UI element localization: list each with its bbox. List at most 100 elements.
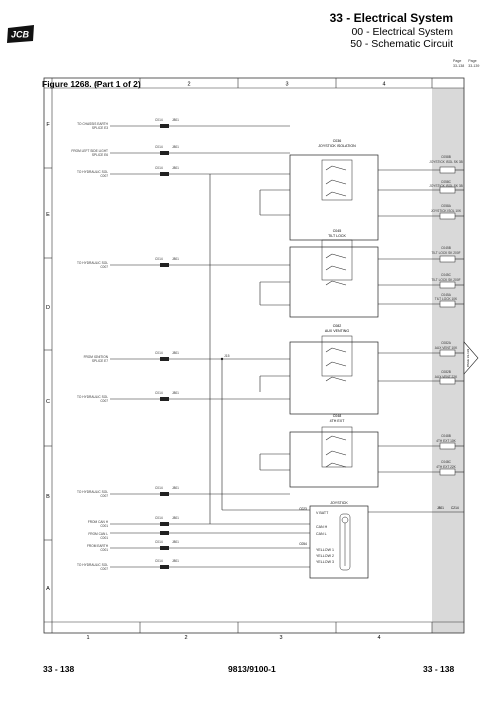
svg-text:J801: J801: [172, 351, 179, 355]
svg-text:SPLICE E6: SPLICE E6: [92, 153, 108, 157]
output-connector: C082A: [441, 341, 452, 345]
svg-text:C014: C014: [155, 145, 163, 149]
row-label: A: [46, 586, 50, 592]
svg-text:CAN L: CAN L: [316, 532, 327, 536]
row-label: F: [46, 122, 50, 128]
svg-text:J801: J801: [172, 145, 179, 149]
source-label: TO HYDRAULIC SOL: [77, 170, 108, 174]
svg-text:C014: C014: [155, 516, 163, 520]
svg-text:C001: C001: [100, 548, 108, 552]
topic-subtitle: 50 - Schematic Circuit: [350, 38, 453, 50]
source-label: FROM LEFT SIDE LIGHT: [71, 149, 108, 153]
svg-text:J801: J801: [172, 166, 179, 170]
svg-text:C054: C054: [299, 542, 307, 546]
svg-text:C036: C036: [333, 139, 342, 143]
col-label: 1: [94, 82, 97, 88]
svg-text:C007: C007: [100, 567, 108, 571]
output-label: JOYSTICK ISOL SK 3B: [429, 184, 463, 188]
connector-marks: [160, 124, 169, 569]
source-label: FROM CAN H: [88, 520, 109, 524]
output-connector: C045C: [441, 273, 452, 277]
svg-text:C045: C045: [333, 229, 342, 233]
svg-text:C014: C014: [155, 257, 163, 261]
output-label: AUX VENT 10K: [435, 346, 458, 350]
col-label: 1: [86, 635, 89, 641]
svg-text:JOYSTICK: JOYSTICK: [330, 501, 348, 505]
source-label: FROM IGNITION: [84, 355, 109, 359]
output-label: JOYSTICK ISOL 10K: [431, 209, 462, 213]
output-label: 4TH EXT 22K: [436, 465, 456, 469]
module-aux-venting: C082 AUX VENTING: [289, 324, 379, 415]
svg-text:CAN H: CAN H: [316, 525, 328, 529]
svg-text:C001: C001: [100, 524, 108, 528]
output-label: TILT LOCK 10K: [435, 297, 458, 301]
col-label: 3: [285, 82, 288, 88]
svg-text:J801: J801: [172, 257, 179, 261]
module-joystick-isolation: C036 JOYSTICK ISOLATION: [289, 139, 379, 241]
svg-text:JOYSTICK ISOLATION: JOYSTICK ISOLATION: [318, 144, 356, 148]
bus-lines: [209, 174, 310, 524]
svg-text:J801: J801: [172, 559, 179, 563]
svg-text:C023: C023: [299, 507, 307, 511]
svg-text:AUX VENTING: AUX VENTING: [325, 329, 350, 333]
col-label: 2: [184, 635, 187, 641]
svg-text:JCB: JCB: [11, 30, 30, 40]
page-tag: Page 33-139: [468, 59, 480, 68]
output-connector: C048C: [441, 460, 452, 464]
svg-text:C014: C014: [155, 391, 163, 395]
svg-text:C007: C007: [100, 494, 108, 498]
col-label: 2: [187, 82, 190, 88]
page-title: 33 - Electrical System: [329, 11, 453, 25]
footer-page-number-left: 33 - 138: [43, 664, 75, 674]
output-connector: C045B: [441, 246, 451, 250]
svg-text:4TH EXT: 4TH EXT: [330, 419, 346, 423]
module-tilt-lock: C045 TILT LOCK: [289, 229, 379, 318]
footer-page-number-right: 33 - 138: [423, 664, 455, 674]
page-tag: Page 33-138: [453, 59, 465, 68]
output-label: TILT LOCK SK 200F: [431, 278, 460, 282]
svg-text:J801: J801: [172, 486, 179, 490]
header-title-block: 33 - Electrical System 00 - Electrical S…: [330, 11, 453, 50]
svg-text:C014: C014: [155, 166, 163, 170]
output-label: TILT LOCK SK 200F: [431, 251, 460, 255]
svg-text:J801: J801: [172, 516, 179, 520]
row-label: C: [46, 399, 50, 405]
svg-text:C014: C014: [155, 118, 163, 122]
figure-title: Figure 1268. (Part 1 of 2): [42, 79, 141, 89]
svg-text:C007: C007: [100, 174, 108, 178]
section-subtitle: 00 - Electrical System: [351, 26, 453, 38]
row-label: D: [46, 305, 50, 311]
svg-text:C082: C082: [333, 324, 342, 328]
page-tags: Page 33-138 Page 33-139: [453, 59, 479, 68]
joystick-block: JOYSTICK C023 C054 V BATT CAN H CAN L YE…: [299, 501, 464, 579]
output-label: JOYSTICK ISOL SK 3B: [429, 160, 463, 164]
col-label: 4: [377, 635, 380, 641]
svg-text:SPLICE E7: SPLICE E7: [92, 359, 108, 363]
page-continuation-arrow: PAGE 33-139: [463, 341, 479, 375]
right-connectors: [439, 166, 456, 476]
footer-document-number: 9813/9100-1: [228, 664, 276, 674]
source-label: TO CHASSIS EARTH: [77, 122, 109, 126]
svg-text:J801: J801: [172, 540, 179, 544]
svg-text:C007: C007: [100, 265, 108, 269]
right-output-wires: [378, 169, 464, 473]
output-label: 4TH EXT 10K: [436, 439, 456, 443]
svg-text:C214: C214: [451, 506, 459, 510]
svg-text:YELLOW 2: YELLOW 2: [316, 554, 334, 558]
svg-text:C014: C014: [155, 486, 163, 490]
output-label: AUX VENT 22K: [435, 375, 458, 379]
row-label: E: [46, 212, 50, 218]
svg-text:TILT LOCK: TILT LOCK: [328, 234, 346, 238]
source-label: TO HYDRAULIC SOL: [77, 261, 108, 265]
svg-text:C048: C048: [333, 414, 342, 418]
svg-text:YELLOW 3: YELLOW 3: [316, 560, 334, 564]
col-label: 4: [382, 82, 385, 88]
source-label: TO HYDRAULIC SOL: [77, 563, 108, 567]
output-connector: C082B: [441, 370, 451, 374]
svg-text:J801: J801: [172, 391, 179, 395]
source-label: TO HYDRAULIC SOL: [77, 395, 108, 399]
page-shade-strip: [432, 88, 464, 633]
relay-switches: [325, 165, 347, 468]
svg-text:YELLOW 1: YELLOW 1: [316, 548, 334, 552]
